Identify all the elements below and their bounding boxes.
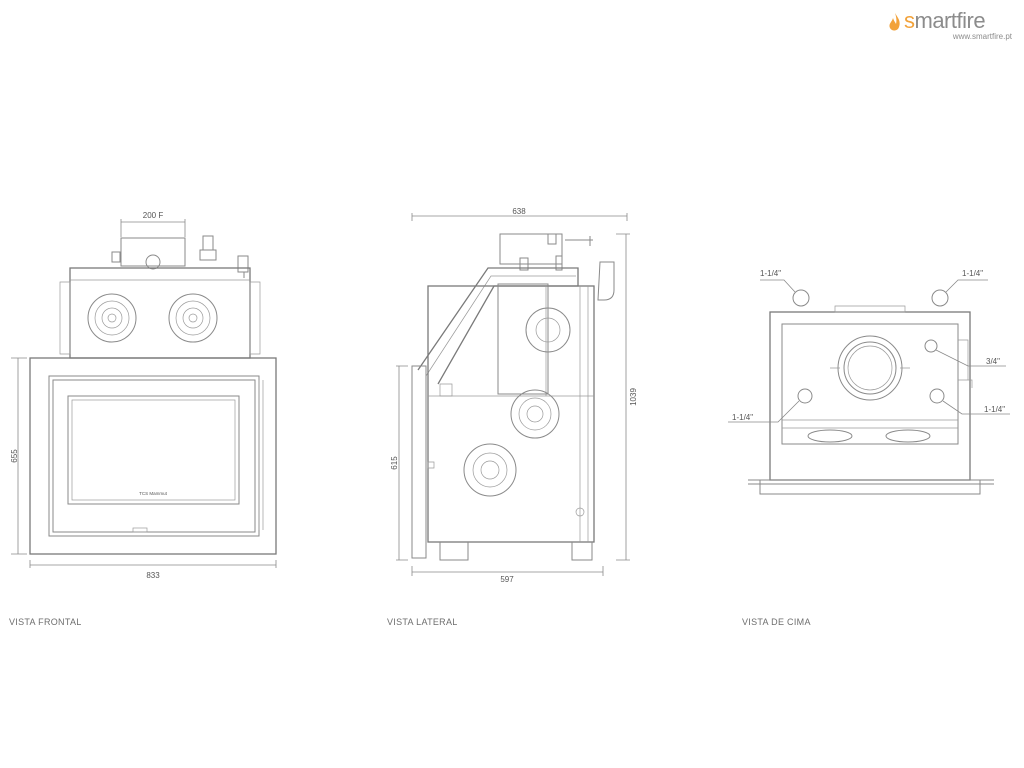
brand-logo: smartfire www.smartfire.pt — [886, 6, 1016, 42]
dim-front-height-label: 655 — [10, 449, 19, 463]
callout-leader-top-left — [760, 279, 796, 293]
dim-side-total-label: 1039 — [629, 388, 638, 406]
dim-side-bottom-line — [411, 566, 604, 576]
side-ring-upper — [525, 307, 571, 353]
top-conn-left-lower — [797, 388, 813, 404]
side-drain — [575, 507, 585, 517]
dim-front-width-label: 833 — [146, 571, 160, 580]
dim-side-door-line — [396, 365, 408, 561]
top-view: 1-1/4" 1-1/4" 3/4" 1-1/4" 1-1/4" — [728, 269, 1010, 495]
callout-leader-left-lower — [728, 400, 800, 423]
front-ring-right — [168, 293, 218, 343]
brand-name-rest: martfire — [914, 8, 986, 33]
dim-side-bottom-label: 597 — [500, 575, 514, 584]
dim-front-width-line — [29, 560, 277, 568]
dim-front-height-line — [11, 357, 27, 555]
top-burner-right — [885, 429, 931, 443]
top-inner — [781, 323, 959, 445]
side-ring-middle — [510, 389, 560, 439]
front-view: TCS Mammut 200 F 833 655 — [10, 211, 277, 580]
brand-url: www.smartfire.pt — [952, 32, 1012, 41]
front-glass-inner — [71, 399, 236, 501]
dim-side-total-line — [616, 233, 630, 561]
side-return-pipe — [597, 261, 615, 301]
dim-side-top-label: 638 — [512, 207, 526, 216]
top-burner-left — [807, 429, 853, 443]
front-valve-right — [237, 255, 249, 278]
dim-side-top-line — [411, 213, 628, 221]
top-side-fittings — [958, 339, 973, 388]
front-flue-box — [120, 237, 186, 267]
side-ring-lower — [463, 443, 517, 497]
front-flue-ring — [145, 254, 161, 270]
top-conn-top-right — [931, 289, 949, 307]
front-valve — [199, 235, 217, 261]
flame-icon — [889, 13, 900, 31]
side-fittings — [519, 255, 563, 271]
front-ring-left — [87, 293, 137, 343]
brand-name-accent: s — [904, 8, 915, 33]
label-top-view: VISTA DE CIMA — [742, 617, 811, 627]
front-plate-text: TCS Mammut — [139, 491, 168, 496]
side-door-panel — [411, 365, 427, 559]
brand-name: smartfire — [904, 8, 986, 34]
top-divider — [782, 419, 958, 429]
dim-flue-label: 200 F — [143, 211, 164, 220]
top-conn-top-left — [792, 289, 810, 307]
side-body-details — [428, 286, 594, 542]
front-door-inner — [52, 379, 256, 533]
front-glass — [67, 395, 240, 505]
top-flue-collar — [830, 335, 910, 401]
callout-right-upper: 3/4" — [986, 357, 1000, 366]
callout-top-right: 1-1/4" — [962, 269, 983, 278]
front-valve-left — [111, 251, 121, 263]
label-side-view: VISTA LATERAL — [387, 617, 458, 627]
side-view: 638 597 615 1039 — [390, 207, 638, 584]
side-chimney-inner — [425, 275, 576, 377]
front-upper-tank — [69, 267, 251, 359]
dim-flue-line — [120, 219, 186, 237]
side-body — [427, 285, 595, 543]
side-valves — [547, 233, 593, 246]
side-flue-box — [499, 233, 563, 265]
label-front-view: VISTA FRONTAL — [9, 617, 82, 627]
callout-leader-right-upper — [935, 349, 1006, 367]
callout-left-lower: 1-1/4" — [732, 413, 753, 422]
side-feet — [439, 542, 593, 561]
side-small-parts — [427, 383, 453, 469]
dim-side-door-label: 615 — [390, 456, 399, 470]
top-front-rail — [748, 479, 994, 495]
callout-leader-right-lower — [942, 400, 1010, 415]
callout-top-left: 1-1/4" — [760, 269, 781, 278]
front-tank-details — [59, 279, 261, 355]
callout-leader-top-right — [945, 279, 988, 293]
top-back-plate — [834, 305, 906, 313]
top-conn-right-upper — [924, 339, 938, 353]
front-handle — [132, 527, 148, 533]
front-outer-frame — [29, 357, 277, 555]
top-conn-right-lower — [929, 388, 945, 404]
side-inner-chamber — [497, 283, 549, 395]
callout-right-lower: 1-1/4" — [984, 405, 1005, 414]
front-side-rail — [258, 380, 264, 530]
top-body — [769, 311, 971, 481]
side-chimney — [417, 267, 579, 385]
